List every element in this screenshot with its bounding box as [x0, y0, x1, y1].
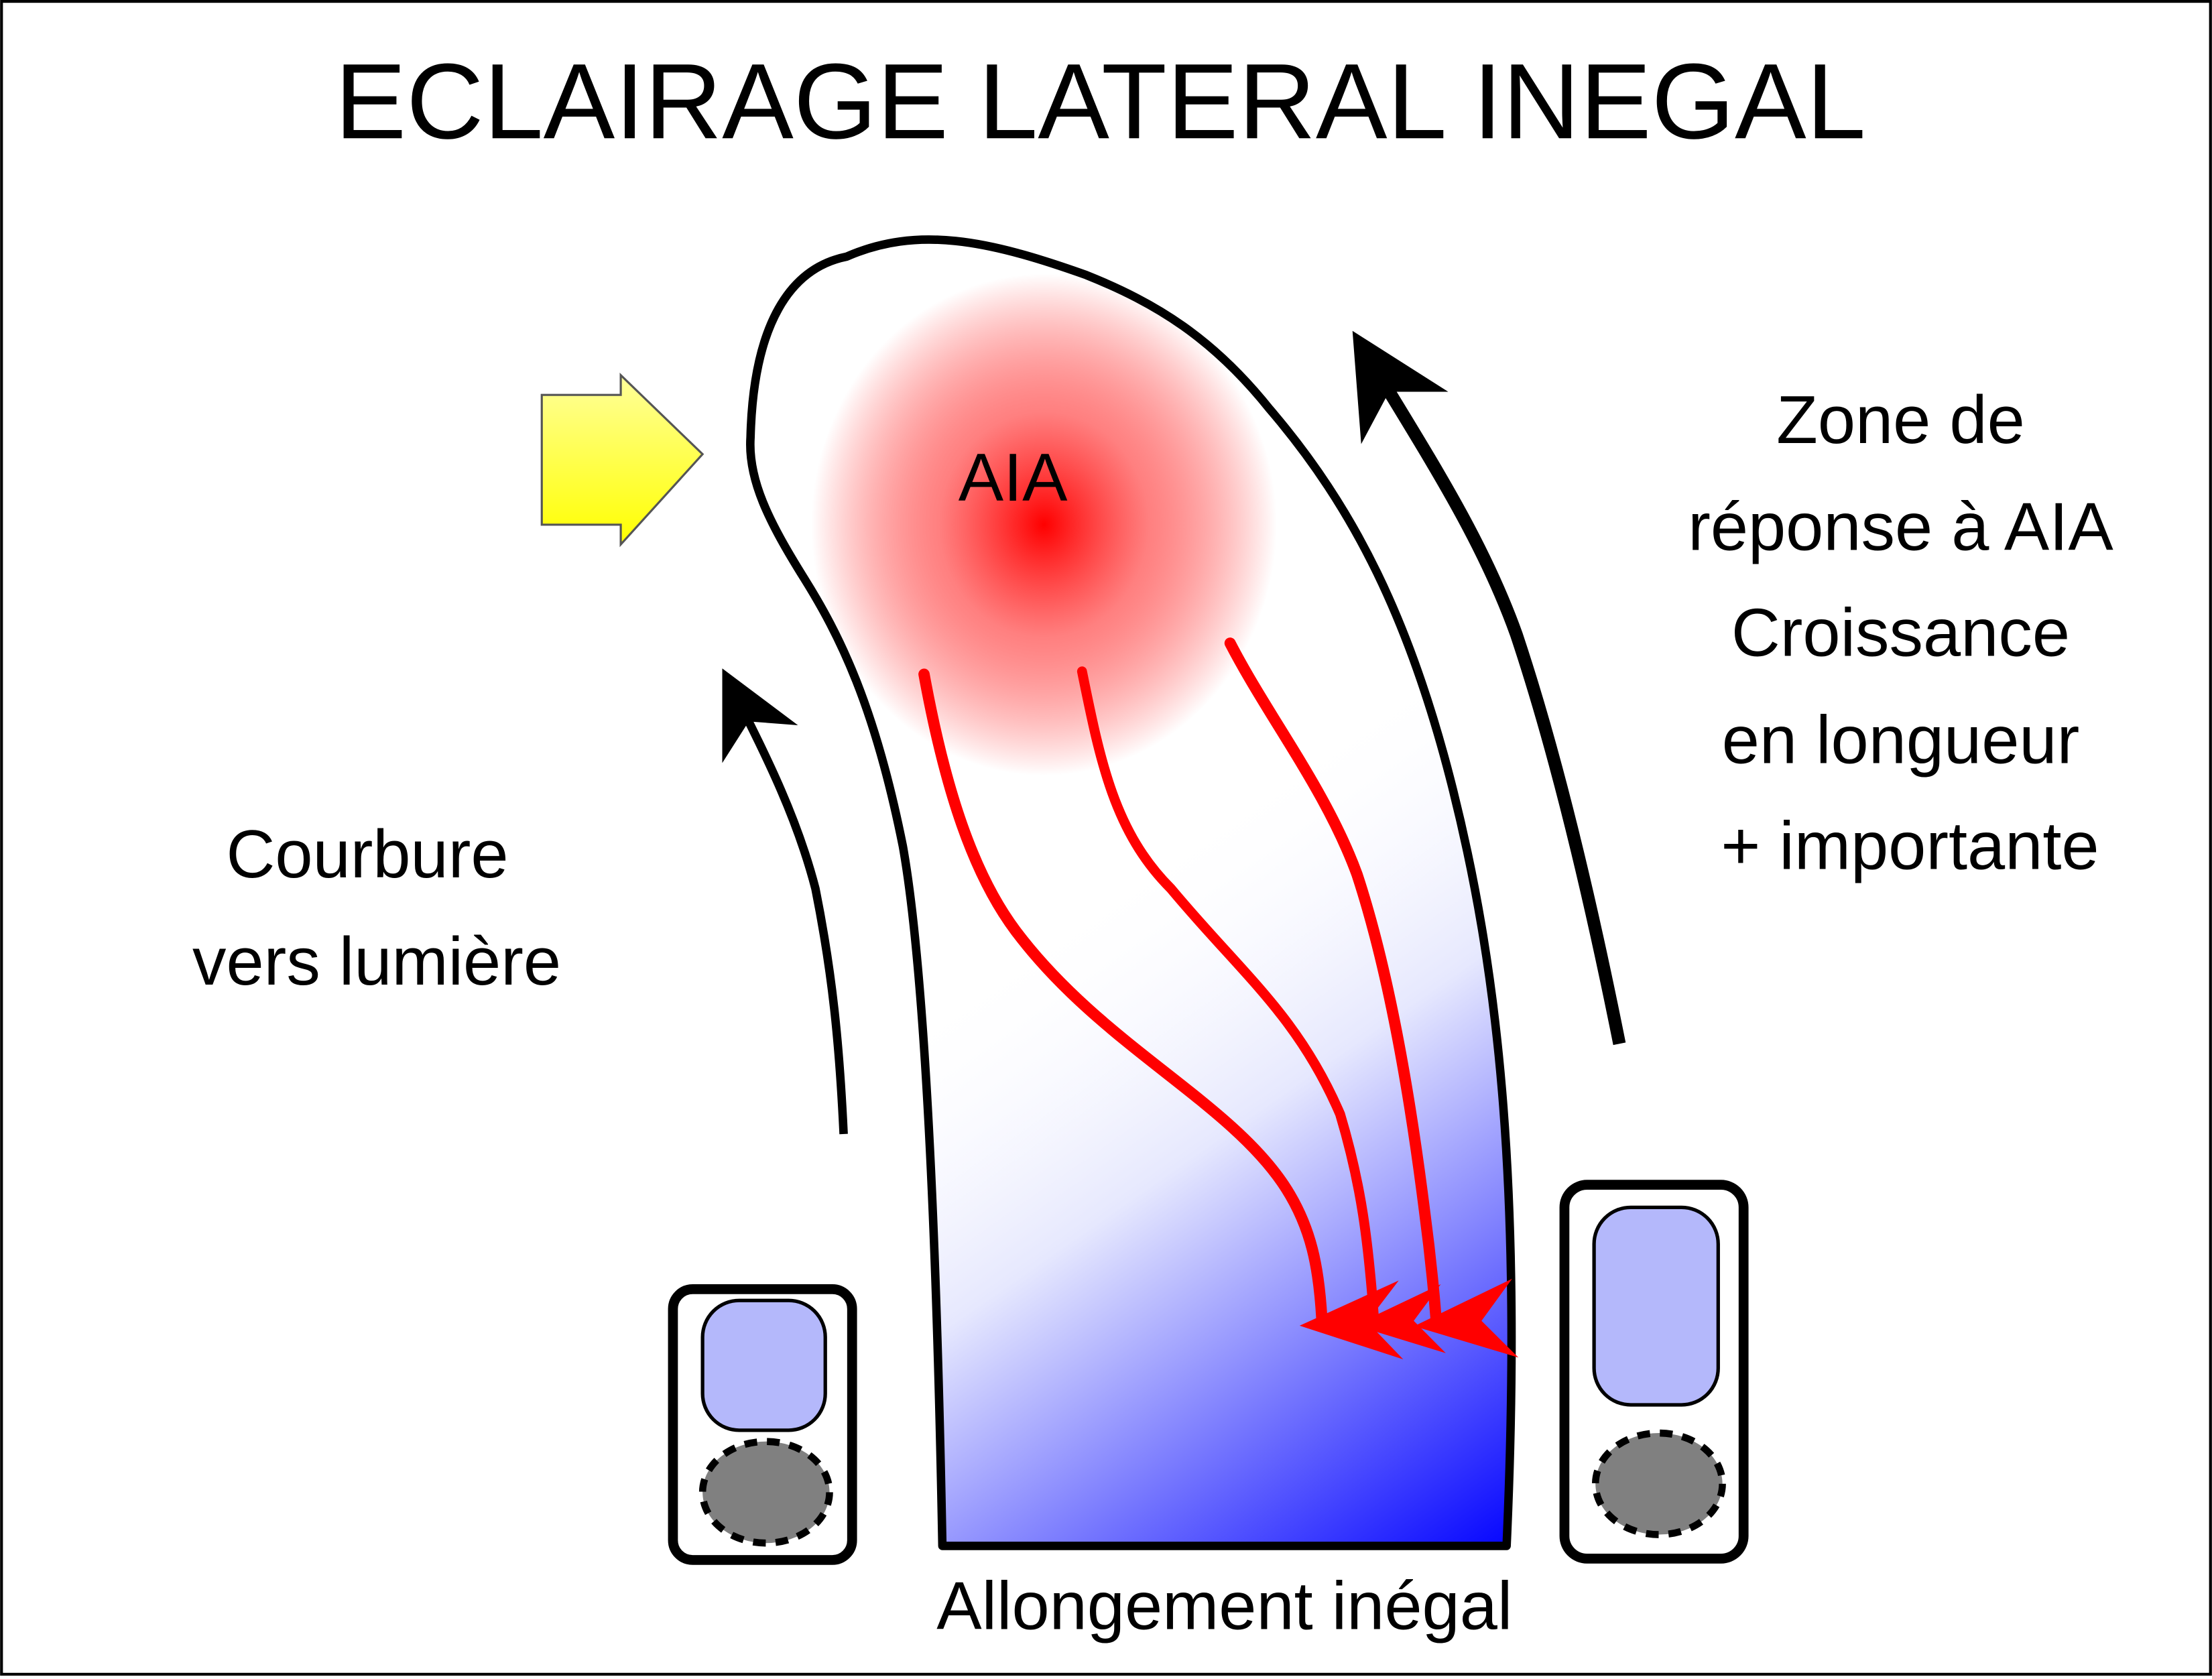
auxin-arrow-2 [1077, 666, 1446, 1353]
left-caption-line-2: vers lumière [192, 924, 561, 999]
right-caption-line-5: + importante [1721, 808, 2099, 883]
right-caption-line-4: en longueur [1722, 702, 2080, 778]
light-arrow [540, 373, 704, 548]
elongated-cell [1559, 1180, 1749, 1564]
right-caption: Zone de réponse à AIA Croissance en long… [1688, 383, 2132, 884]
short-cell-vacuole [700, 1298, 827, 1432]
bottom-caption: Allongement inégal [936, 1569, 1512, 1644]
auxin-zone [811, 273, 1277, 776]
auxin-transport-arrows [918, 637, 1519, 1360]
auxin-arrow-1 [918, 668, 1404, 1360]
aia-label: AIA [959, 440, 1068, 515]
right-caption-line-2: réponse à AIA [1688, 490, 2113, 565]
auxin-arrow-3 [1224, 637, 1519, 1358]
diagram-title: ECLAIRAGE LATERAL INEGAL [335, 41, 1866, 161]
short-cell-nucleus [698, 1438, 833, 1547]
left-curvature-arrow [722, 668, 848, 1135]
right-growth-arrow [1352, 330, 1626, 1046]
left-caption-line-1: Courbure [226, 817, 508, 892]
elongated-cell-vacuole [1592, 1205, 1720, 1407]
right-caption-line-1: Zone de [1776, 383, 2025, 458]
right-caption-line-3: Croissance [1731, 596, 2070, 671]
left-caption: Courbure vers lumière [192, 817, 561, 999]
coleoptile-outline [746, 235, 1516, 1550]
elongated-cell-nucleus [1591, 1429, 1726, 1538]
short-cell [668, 1284, 857, 1565]
